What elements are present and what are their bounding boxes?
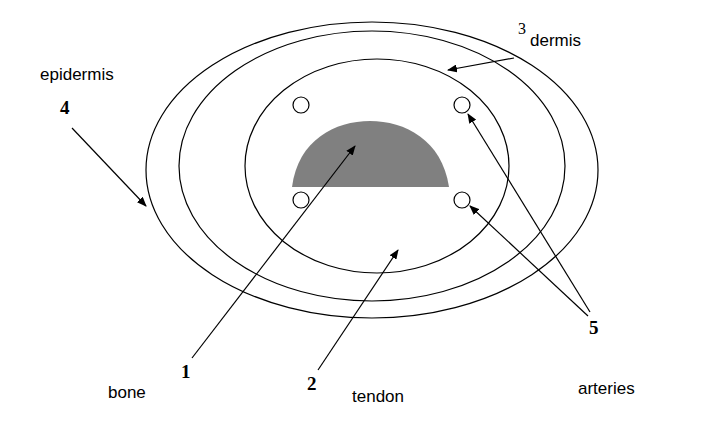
part-name: bone [108,384,146,403]
inner-outline [245,59,509,273]
leader-line [318,250,398,370]
callout-number: 3 [518,20,526,38]
leader-line [470,206,588,316]
part-name: dermis [530,32,581,51]
artery-circle [293,97,309,113]
callout-number: 2 [307,374,317,395]
leader-line [468,114,590,312]
artery-circle [293,192,309,208]
leader-line [192,146,355,358]
callout-number: 4 [60,98,70,119]
leader-line [72,128,146,206]
part-name: epidermis [40,66,114,85]
part-name: tendon [352,388,404,407]
callout-number: 1 [181,362,191,383]
artery-circle [454,97,470,113]
artery-circle [454,192,470,208]
epidermis-outline [146,22,598,318]
part-name: arteries [578,380,635,399]
bone-shape [292,121,449,187]
dermis-outline [179,31,565,301]
callout-number: 5 [589,318,599,339]
leader-line [448,58,514,70]
